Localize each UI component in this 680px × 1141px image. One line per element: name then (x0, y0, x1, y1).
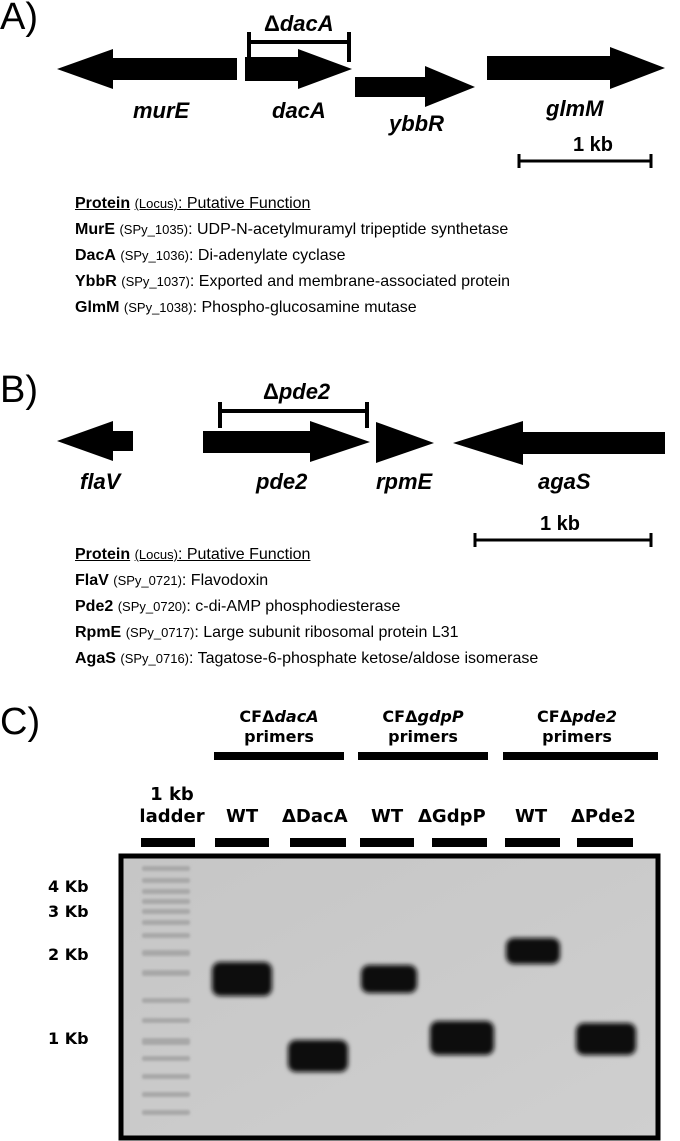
ladder-band (142, 933, 190, 938)
gel-frame (118, 853, 661, 1141)
ladder-band (142, 1110, 190, 1115)
legend-row: GlmM (SPy_1038): Phospho-glucosamine mut… (75, 299, 417, 316)
deletion-bracket-dacA (247, 32, 351, 62)
primer-group-pde2: CFΔpde2 primers (537, 707, 617, 746)
size-marker: 1 Kb (48, 1029, 89, 1048)
legend-row: YbbR (SPy_1037): Exported and membrane-a… (75, 273, 511, 290)
band-delta-gdpP (430, 1021, 494, 1055)
lane-bar (141, 838, 195, 847)
band-wt-pde2 (506, 938, 560, 964)
pde2-arrow (203, 421, 370, 462)
ladder-band (142, 889, 190, 894)
delta-dacA-label: ΔdacA (264, 11, 334, 36)
dacA-arrow (245, 49, 352, 89)
rpmE-arrow (376, 422, 434, 463)
murE-arrow (57, 49, 237, 89)
legend-row: DacA (SPy_1036): Di-adenylate cyclase (75, 247, 346, 264)
lane-label: WT (515, 806, 548, 827)
legend-row: Pde2 (SPy_0720): c-di-AMP phosphodiester… (75, 598, 401, 615)
gene-label-flaV: flaV (80, 469, 121, 494)
scale-label-b: 1 kb (540, 513, 581, 535)
legend-panel-b: Protein (Locus): Putative Function FlaV … (75, 542, 538, 672)
ladder-band (142, 1092, 190, 1097)
primer-bar-gdpP (358, 752, 488, 760)
size-marker: 2 Kb (48, 945, 89, 964)
glmM-arrow (487, 47, 665, 89)
flaV-arrow (57, 421, 133, 461)
ladder-band (142, 878, 190, 883)
gene-label-pde2: pde2 (256, 469, 308, 494)
ladder-band (142, 1074, 190, 1079)
gene-label-ybbR: ybbR (389, 111, 444, 136)
primer-bar-pde2 (503, 752, 658, 760)
gene-label-rpmE: rpmE (376, 469, 433, 494)
legend-row: MurE (SPy_1035): UDP-N-acetylmuramyl tri… (75, 221, 509, 238)
delta-pde2-label: Δpde2 (263, 379, 331, 404)
lane-bar (432, 838, 487, 847)
lane-bar (505, 838, 560, 847)
scale-bar-b (473, 533, 653, 547)
legend-panel-a: Protein (Locus): Putative Function MurE … (75, 191, 510, 321)
ladder-band (142, 998, 190, 1003)
deletion-bracket-pde2 (218, 402, 369, 428)
legend-header: Protein (Locus): Putative Function (75, 546, 311, 563)
panel-a-label: A) (0, 0, 38, 38)
gene-label-agaS: agaS (538, 469, 591, 494)
panel-c-label: C) (0, 701, 41, 743)
gene-label-glmM: glmM (546, 96, 604, 121)
band-wt-gdpP (361, 965, 417, 993)
ladder-band (142, 970, 190, 976)
lane-bar (215, 838, 269, 847)
legend-row: FlaV (SPy_0721): Flavodoxin (75, 572, 269, 589)
lane-label: WT (371, 806, 404, 827)
lane-bar (577, 838, 633, 847)
band-delta-dacA (288, 1040, 348, 1072)
lane-label: WT (226, 806, 259, 827)
agaS-arrow (453, 421, 665, 465)
ladder-band (142, 1018, 190, 1023)
ladder-band (142, 950, 190, 956)
scale-label-a: 1 kb (573, 134, 614, 156)
legend-row: RpmE (SPy_0717): Large subunit ribosomal… (75, 624, 459, 641)
size-marker: 3 Kb (48, 902, 89, 921)
lane-label: ΔDacA (282, 806, 348, 827)
ladder-band (142, 920, 190, 925)
primer-group-gdpP: CFΔgdpP primers (382, 707, 464, 746)
legend-header: Protein (Locus): Putative Function (75, 195, 311, 212)
ladder-label: 1 kb ladder (139, 784, 205, 827)
band-wt-dacA (212, 962, 272, 996)
panel-b-label: B) (0, 369, 38, 411)
ladder-band (142, 1056, 190, 1061)
lane-label: ΔGdpP (418, 806, 486, 827)
ybbR-arrow (355, 66, 475, 107)
lane-label: ΔPde2 (571, 806, 636, 827)
ladder-lane (142, 866, 190, 1115)
gene-label-murE: murE (133, 98, 190, 123)
ladder-band (142, 1038, 190, 1045)
scale-bar-a (517, 154, 653, 168)
ladder-band (142, 866, 190, 871)
legend-row: AgaS (SPy_0716): Tagatose-6-phosphate ke… (75, 650, 539, 667)
primer-bar-dacA (214, 752, 344, 760)
gene-label-dacA: dacA (272, 98, 326, 123)
primer-group-dacA: CFΔdacA primers (239, 707, 319, 746)
size-marker: 4 Kb (48, 877, 89, 896)
lane-bar (360, 838, 414, 847)
ladder-band (142, 899, 190, 904)
band-delta-pde2 (576, 1023, 636, 1055)
lane-bar (290, 838, 346, 847)
ladder-band (142, 909, 190, 914)
